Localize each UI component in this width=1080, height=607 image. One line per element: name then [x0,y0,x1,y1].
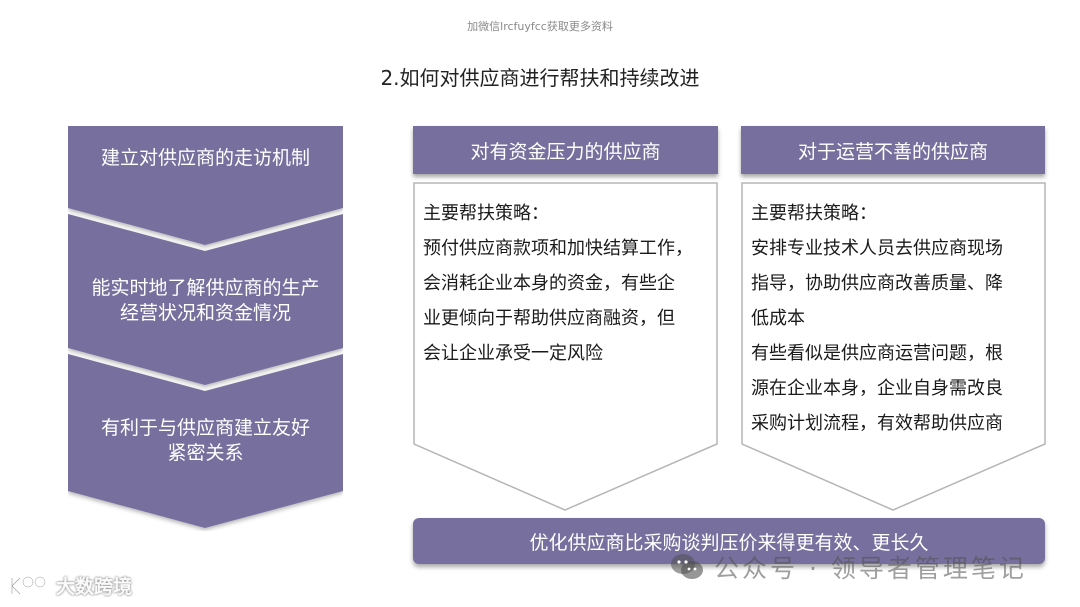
flow-step-1-line-1: 建立对供应商的走访机制 [100,147,310,169]
brand-watermark: 大数跨境 [8,572,132,599]
column-1-panel: 主要帮扶策略： 预付供应商款项和加快结算工作， 会消耗企业本身的资金，有些企 业… [413,182,718,512]
flow-step-2-line-2: 经营状况和资金情况 [119,302,291,324]
wechat-icon [671,554,703,579]
flow-step-2: 能实时地了解供应商的生产 经营状况和资金情况 [68,276,343,326]
column-2-line-6: 采购计划流程，有效帮助供应商 [751,413,1003,434]
1000-logo-icon [10,575,47,595]
brand-watermark-text: 大数跨境 [56,576,133,598]
column-2-panel: 主要帮扶策略： 安排专业技术人员去供应商现场 指导，协助供应商改善质量、降 低成… [741,182,1046,512]
top-watermark: 加微信lrcfuyfcc获取更多资料 [467,20,613,33]
conclusion-bar: 优化供应商比采购谈判压价来得更有效、更长久 [413,518,1045,564]
column-1-line-1: 预付供应商款项和加快结算工作， [423,238,693,259]
column-2-arrow-shape [741,182,1046,511]
flow-step-3-line-2: 紧密关系 [167,442,244,464]
column-2-line-5: 源在企业本身，企业自身需改良 [751,378,1003,399]
column-2-strategy-label: 主要帮扶策略： [751,203,877,224]
wechat-watermark-text: 公众号 · 领导者管理笔记 [714,554,1027,583]
wechat-watermark: 公众号 · 领导者管理笔记 [670,549,1027,585]
column-2-header: 对于运营不善的供应商 [741,126,1045,174]
column-1-line-4: 会让企业承受一定风险 [423,343,603,364]
chevron-flow-shapes [68,126,343,528]
column-2-text: 主要帮扶策略： 安排专业技术人员去供应商现场 指导，协助供应商改善质量、降 低成… [751,196,1003,441]
column-2-line-3: 低成本 [751,308,805,329]
column-2-line-4: 有些看似是供应商运营问题，根 [751,343,1003,364]
slide-title: 2.如何对供应商进行帮扶和持续改进 [380,66,700,90]
column-2-line-2: 指导，协助供应商改善质量、降 [751,273,1003,294]
column-2-line-1: 安排专业技术人员去供应商现场 [751,238,1003,259]
flow-step-3: 有利于与供应商建立友好 紧密关系 [68,416,343,466]
column-1-strategy-label: 主要帮扶策略： [423,203,549,224]
column-1-text: 主要帮扶策略： 预付供应商款项和加快结算工作， 会消耗企业本身的资金，有些企 业… [423,196,693,371]
chevron-flow: 建立对供应商的走访机制 能实时地了解供应商的生产 经营状况和资金情况 有利于与供… [68,126,343,531]
column-1-arrow-shape [413,182,718,511]
column-1-line-2: 会消耗企业本身的资金，有些企 [423,273,675,294]
flow-step-1: 建立对供应商的走访机制 [68,146,343,171]
flow-step-3-line-1: 有利于与供应商建立友好 [100,417,310,439]
column-1-header: 对有资金压力的供应商 [413,126,718,174]
column-1-line-3: 业更倾向于帮助供应商融资，但 [423,308,675,329]
flow-step-2-line-1: 能实时地了解供应商的生产 [91,277,320,299]
